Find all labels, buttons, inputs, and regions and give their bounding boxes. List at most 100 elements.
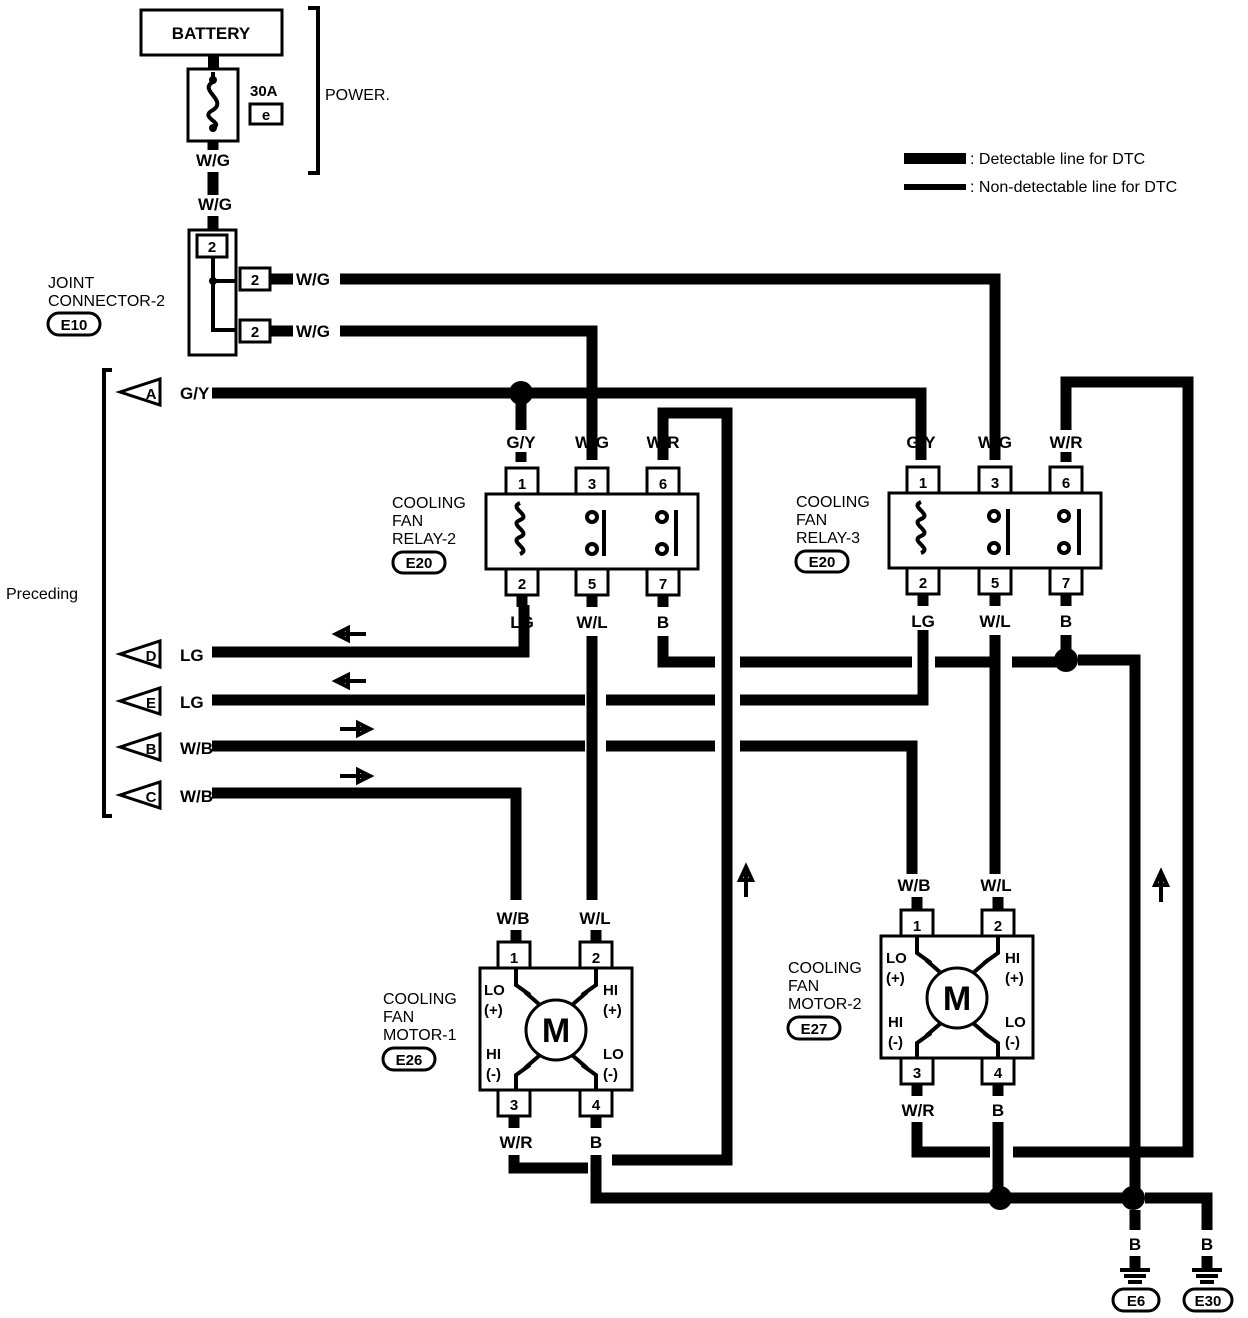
wire-label-b: B [1201, 1235, 1213, 1254]
svg-text:2: 2 [251, 272, 259, 289]
svg-text:B: B [146, 741, 157, 758]
wire-lg-e [212, 630, 929, 706]
wire-label-wb: W/B [180, 739, 213, 758]
connector-a: A [115, 376, 162, 408]
wire-label-wl: W/L [576, 613, 607, 632]
svg-text:2: 2 [518, 576, 526, 593]
wire-wr-motor2 [911, 1122, 990, 1158]
svg-text:6: 6 [1062, 475, 1070, 492]
svg-text:5: 5 [991, 575, 999, 592]
relay2-name: COOLING [392, 495, 466, 512]
arrow-up-icon [1151, 867, 1171, 902]
arrow-left-icon [331, 671, 366, 691]
wire-wg-relay2 [340, 325, 598, 460]
wire-gy [212, 387, 927, 460]
svg-text:(+): (+) [484, 1002, 503, 1019]
ground-e30-badge [1182, 1287, 1234, 1313]
wire-label-wg: W/G [296, 270, 330, 289]
wire-label-b: B [992, 1101, 1004, 1120]
relay3-pins-top: 1 3 6 [905, 465, 1084, 495]
wire-label-wl: W/L [980, 876, 1011, 895]
splice [1121, 1186, 1145, 1210]
motor1-code: E26 [396, 1052, 423, 1069]
relay2-code: E20 [406, 555, 433, 572]
wire-label-wb: W/B [897, 876, 930, 895]
svg-text:(+): (+) [1005, 970, 1024, 987]
svg-text:LO: LO [484, 982, 505, 999]
svg-text:LO: LO [886, 950, 907, 967]
connector-e: E [115, 685, 162, 717]
svg-text:HI: HI [603, 982, 618, 999]
svg-text:4: 4 [592, 1097, 601, 1114]
joint-connector-code: E10 [61, 317, 88, 334]
wire-label-gy: G/Y [180, 384, 210, 403]
fuse-rating: 30A [250, 83, 278, 100]
svg-text:1: 1 [518, 476, 526, 493]
ground-e30: E30 [1195, 1293, 1222, 1310]
motor2-terminal-labels: LO (+) HI (+) HI (-) LO (-) [886, 950, 1026, 1051]
arrow-up-icon [736, 862, 756, 897]
relay3-code-badge [794, 549, 850, 574]
wire-label-gy: G/Y [506, 433, 536, 452]
motor1-name: MOTOR-1 [383, 1027, 457, 1044]
connector-d: D [115, 638, 162, 670]
motor1-code-badge [381, 1046, 437, 1072]
wire-label-lg: LG [911, 612, 935, 631]
svg-text:M: M [542, 1012, 570, 1050]
preceding-bracket [102, 368, 112, 818]
svg-text:HI: HI [486, 1046, 501, 1063]
svg-text:7: 7 [659, 576, 667, 593]
arrow-left-icon [331, 624, 366, 644]
splice [1054, 648, 1078, 672]
svg-text:2: 2 [592, 950, 600, 967]
svg-text:(+): (+) [603, 1002, 622, 1019]
motor1-name: COOLING [383, 991, 457, 1008]
wire-label-wg: W/G [575, 433, 609, 452]
svg-text:3: 3 [510, 1097, 518, 1114]
wire-label-wr: W/R [901, 1101, 934, 1120]
svg-text:M: M [943, 980, 971, 1018]
wire-wr-motor1 [508, 1155, 588, 1174]
battery-label: BATTERY [172, 24, 251, 43]
motor1-pins: 1 2 3 4 [496, 940, 614, 1118]
wire-wb-b [212, 740, 918, 874]
svg-text:2: 2 [208, 239, 216, 256]
wire-label-b: B [1129, 1235, 1141, 1254]
wire-label-wg: W/G [198, 195, 232, 214]
arrow-right-icon [340, 766, 375, 786]
joint-connector-code-badge [46, 311, 102, 337]
legend-detectable: : Detectable line for DTC [970, 151, 1145, 168]
motor2-code: E27 [801, 1021, 828, 1038]
connector-c: C [115, 779, 162, 811]
wire-wg-relay3 [340, 273, 1001, 460]
svg-text:(-): (-) [888, 1034, 903, 1051]
svg-text:7: 7 [1062, 575, 1070, 592]
wire-label-wl: W/L [579, 909, 610, 928]
svg-text:HI: HI [888, 1014, 903, 1031]
relay2-name: FAN [392, 513, 423, 530]
svg-text:1: 1 [919, 475, 927, 492]
relay2-name: RELAY-2 [392, 531, 456, 548]
connector-b: B [115, 731, 162, 763]
wire-lg-d [212, 605, 530, 658]
svg-text:(-): (-) [603, 1066, 618, 1083]
wire-b-ground [1078, 654, 1141, 1198]
svg-text:LO: LO [1005, 1014, 1026, 1031]
svg-text:1: 1 [510, 950, 518, 967]
motor2-name: COOLING [788, 960, 862, 977]
svg-text:5: 5 [588, 576, 596, 593]
wire-b-relay2 [657, 636, 1065, 668]
motor1-terminal-labels: LO (+) HI (+) HI (-) LO (-) [484, 982, 624, 1083]
motor-icon: M [514, 968, 598, 1090]
wire-label-wr: W/R [1049, 433, 1082, 452]
fuse-id: e [262, 107, 270, 124]
relay2-coil-icon [514, 501, 526, 556]
wire-label-lg: LG [510, 613, 534, 632]
wire-label-b: B [657, 613, 669, 632]
svg-text:E: E [146, 695, 156, 712]
wire-label-gy: G/Y [906, 433, 936, 452]
motor2-code-badge [786, 1015, 842, 1041]
wire-label-wb: W/B [496, 909, 529, 928]
legend-thick-line [904, 153, 966, 164]
